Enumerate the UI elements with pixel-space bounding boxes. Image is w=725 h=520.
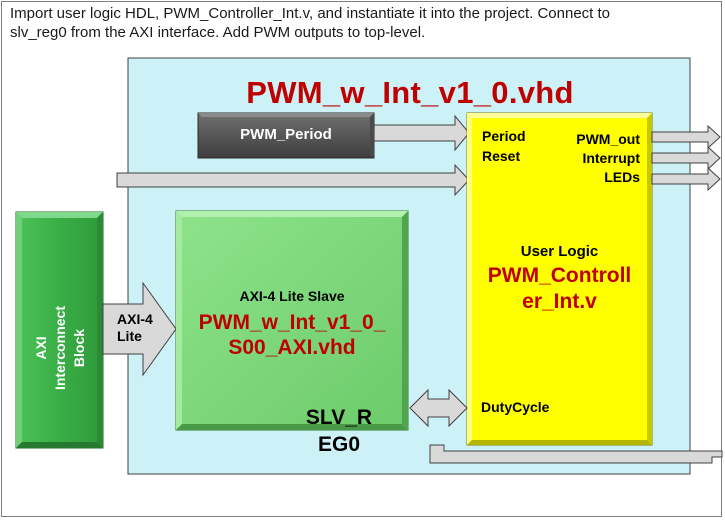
user-logic-file-line-1: PWM_Controll	[487, 264, 632, 287]
user-logic-file: PWM_Controll er_Int.v	[467, 263, 652, 315]
axi-slave-file-line-2: S00_AXI.vhd	[228, 336, 356, 359]
user-logic-title: User Logic	[520, 243, 599, 260]
slv-reg-label: SLV_R EG0	[296, 404, 382, 458]
bus-label-line-1: AXI-4	[117, 311, 153, 327]
pwm-out-port-label: PWM_out	[576, 131, 640, 147]
period-arrow	[371, 114, 470, 152]
user-logic-file-line-2: er_Int.v	[522, 290, 597, 313]
slv-reg-line-1: SLV_R	[305, 406, 373, 429]
instruction-text: Import user logic HDL, PWM_Controller_In…	[10, 4, 715, 42]
axi-bus-arrow	[102, 281, 177, 377]
axi-slave-file-line-1: PWM_w_Int_v1_0_	[198, 311, 386, 334]
axi-slave-title: AXI-4 Lite Slave	[239, 288, 345, 304]
period-port-label: Period	[482, 128, 526, 144]
instruction-line-2: slv_reg0 from the AXI interface. Add PWM…	[10, 24, 426, 41]
bus-label-line-2: Lite	[117, 328, 142, 344]
bottom-bent-arrow	[429, 444, 723, 464]
axi-slave-file: PWM_w_Int_v1_0_ S00_AXI.vhd	[176, 310, 408, 360]
top-file-title: PWM_w_Int_v1_0.vhd	[246, 75, 574, 110]
interconnect-line-3: Block	[71, 328, 87, 368]
instruction-line-1: Import user logic HDL, PWM_Controller_In…	[10, 5, 610, 22]
interconnect-label: AXI Interconnect Block	[32, 230, 88, 466]
axi-slave-block	[175, 210, 409, 431]
bus-label: AXI-4 Lite	[117, 311, 153, 345]
slv-reg-line-2: EG0	[317, 433, 361, 456]
interrupt-port-label: Interrupt	[582, 150, 640, 166]
interrupt-arrow	[651, 145, 721, 171]
pwm-period-label: PWM_Period	[240, 126, 332, 143]
leds-port-label: LEDs	[604, 169, 640, 185]
pwm-out-arrow	[651, 124, 721, 150]
leds-arrow	[651, 166, 721, 192]
dutycycle-port-label: DutyCycle	[481, 399, 550, 415]
interconnect-line-1: AXI	[33, 336, 49, 360]
reset-arrow	[116, 163, 470, 197]
dutycycle-bidir-arrow	[409, 388, 468, 428]
interconnect-line-2: Interconnect	[52, 306, 68, 391]
reset-port-label: Reset	[482, 148, 521, 164]
